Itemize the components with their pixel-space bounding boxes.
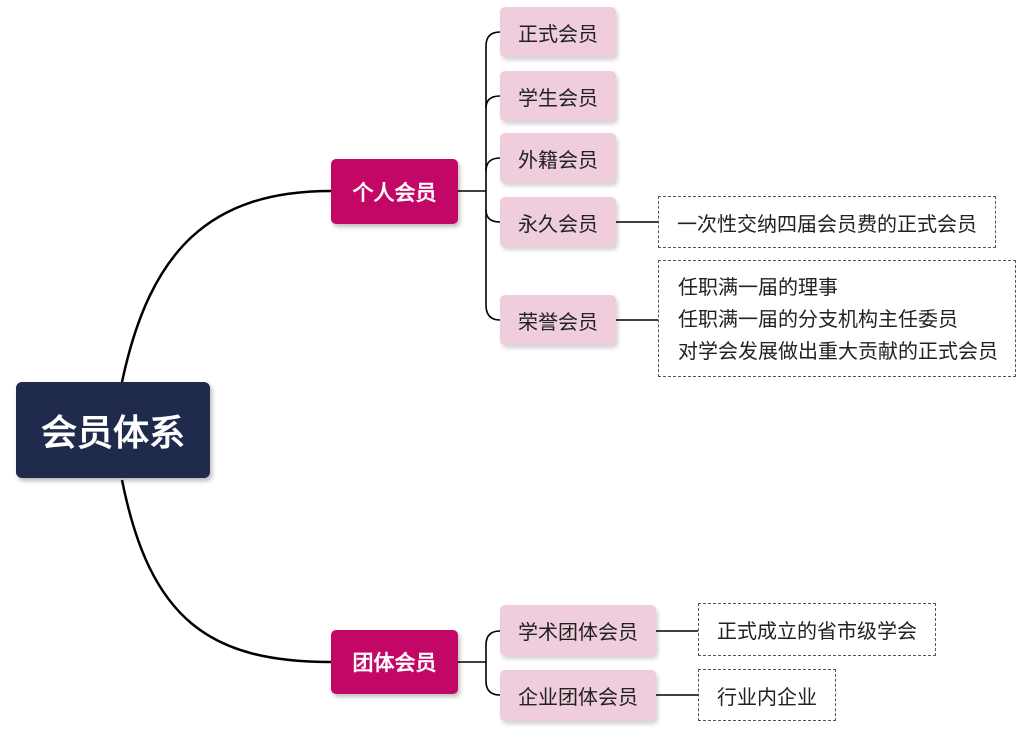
individual-member-node[interactable]: 个人会员	[331, 159, 458, 224]
group-member-node[interactable]: 团体会员	[331, 630, 458, 694]
permanent-member-note: 一次性交纳四届会员费的正式会员	[658, 196, 996, 248]
connector-root-group	[120, 479, 332, 664]
honorary-note-line: 任职满一届的理事	[678, 274, 838, 299]
foreign-member-label: 外籍会员	[518, 147, 598, 172]
honorary-member-node[interactable]: 荣誉会员	[500, 295, 616, 345]
connector-individual-notes	[616, 221, 658, 321]
permanent-member-label: 永久会员	[518, 211, 598, 236]
individual-member-label: 个人会员	[352, 180, 437, 205]
student-member-label: 学生会员	[518, 85, 598, 110]
enterprise-group-note-text: 行业内企业	[717, 684, 817, 709]
academic-group-note-text: 正式成立的省市级学会	[717, 619, 917, 643]
connector-group-children	[458, 630, 501, 696]
root-node[interactable]: 会员体系	[16, 382, 210, 478]
academic-group-member-label: 学术团体会员	[518, 620, 638, 644]
honorary-note-line: 任职满一届的分支机构主任委员	[678, 306, 958, 331]
enterprise-group-member-node[interactable]: 企业团体会员	[500, 670, 656, 721]
honorary-member-note: 任职满一届的理事 任职满一届的分支机构主任委员 对学会发展做出重大贡献的正式会员	[658, 260, 1016, 377]
permanent-member-node[interactable]: 永久会员	[500, 197, 616, 247]
root-label: 会员体系	[40, 413, 185, 454]
connector-root-individual	[120, 189, 332, 383]
student-member-node[interactable]: 学生会员	[500, 71, 616, 121]
honorary-note-line: 对学会发展做出重大贡献的正式会员	[678, 338, 998, 363]
foreign-member-node[interactable]: 外籍会员	[500, 133, 616, 183]
academic-group-member-node[interactable]: 学术团体会员	[500, 605, 656, 656]
permanent-member-note-text: 一次性交纳四届会员费的正式会员	[677, 211, 977, 236]
honorary-member-label: 荣誉会员	[518, 309, 598, 334]
enterprise-group-member-label: 企业团体会员	[518, 685, 638, 709]
group-member-label: 团体会员	[352, 651, 437, 675]
academic-group-member-note: 正式成立的省市级学会	[698, 603, 936, 656]
connector-group-notes	[656, 630, 698, 696]
regular-member-label: 正式会员	[518, 21, 598, 46]
regular-member-node[interactable]: 正式会员	[500, 7, 616, 57]
connector-individual-children	[458, 31, 501, 321]
enterprise-group-member-note: 行业内企业	[698, 669, 836, 721]
